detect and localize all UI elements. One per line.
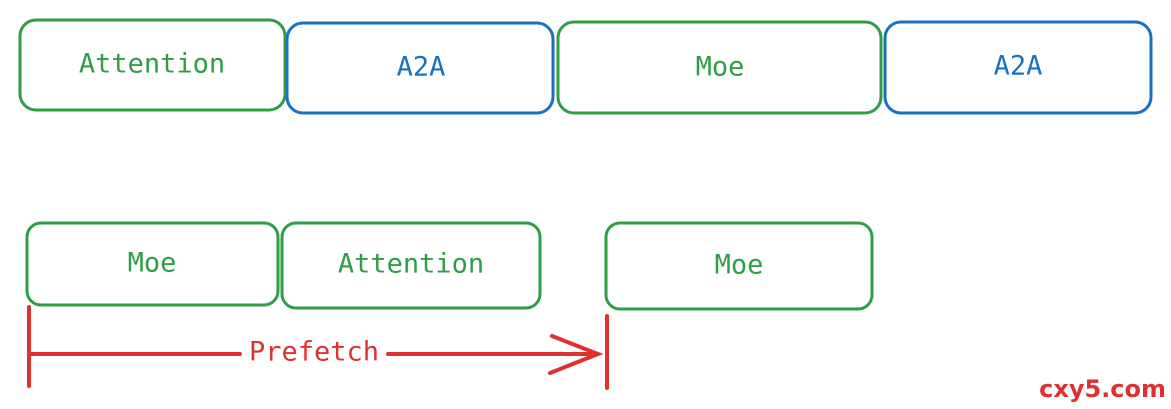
row1-block-a2a-first-label: A2A xyxy=(397,52,446,83)
row1-block-moe-label: Moe xyxy=(696,52,745,83)
row2-block-attention-box xyxy=(280,221,542,310)
row1-block-a2a-first-box xyxy=(285,21,555,115)
row1-block-moe: Moe xyxy=(556,20,883,115)
prefetch-arrowhead xyxy=(548,334,604,375)
row2-block-moe-second-label: Moe xyxy=(715,250,764,281)
row1-block-attention-box xyxy=(18,18,287,112)
prefetch-label-bg xyxy=(242,338,386,370)
row-1: Attention A2A Moe A2A xyxy=(18,18,1153,115)
row2-block-moe-second: Moe xyxy=(604,221,874,311)
row2-block-moe-first-label: Moe xyxy=(128,248,177,279)
row2-block-attention-label: Attention xyxy=(338,249,484,280)
row2-block-attention: Attention xyxy=(280,221,542,310)
prefetch-label: Prefetch xyxy=(249,337,379,368)
watermark-text: cxy5.com xyxy=(1039,375,1166,403)
prefetch-arrow: Prefetch xyxy=(27,305,609,390)
row2-block-moe-first-box xyxy=(25,221,280,307)
row1-block-attention: Attention xyxy=(18,18,287,112)
row1-block-moe-box xyxy=(556,20,883,115)
row2-block-moe-second-box xyxy=(604,221,874,311)
row1-block-a2a-second-box xyxy=(883,20,1153,115)
row1-block-a2a-first: A2A xyxy=(285,21,555,115)
row2-block-moe-first: Moe xyxy=(25,221,280,307)
row1-block-a2a-second-label: A2A xyxy=(994,51,1043,82)
row1-block-attention-label: Attention xyxy=(79,49,225,80)
row-2: Moe Attention Moe xyxy=(25,221,874,311)
row1-block-a2a-second: A2A xyxy=(883,20,1153,115)
